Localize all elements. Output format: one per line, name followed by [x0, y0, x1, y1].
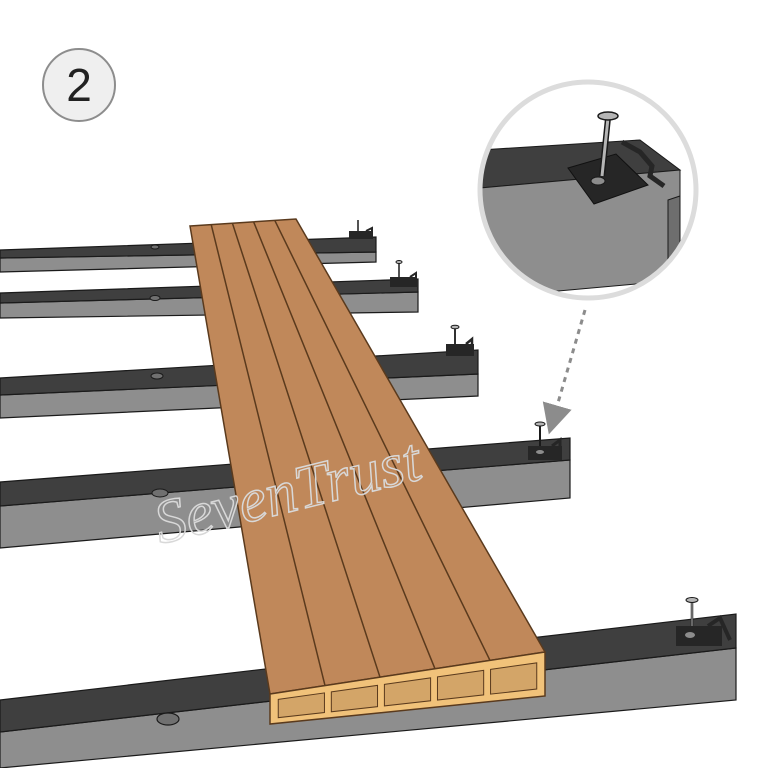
board-groove-1: [210, 224, 326, 686]
nail-icon: [349, 220, 373, 239]
deck-board: [189, 218, 547, 725]
board-cavity-5: [490, 662, 538, 695]
dashed-arrow-icon: [542, 309, 587, 435]
board-groove-4: [274, 220, 491, 661]
nail-icon: [446, 324, 474, 356]
clip-icon: [567, 139, 666, 205]
screw-hole-icon: [149, 244, 180, 726]
board-grooves: [210, 220, 491, 686]
board-cavity-3: [383, 677, 432, 707]
board-cavity-4: [436, 669, 485, 701]
board-groove-3: [252, 221, 436, 670]
nail-icon: [597, 111, 619, 177]
nail-icon: [528, 421, 562, 460]
board-cavity-1: [277, 692, 325, 719]
step-number: 2: [66, 59, 92, 111]
clip-icon: [349, 220, 732, 646]
nail-icon: [676, 597, 732, 646]
board-hollow-cavities: [277, 662, 538, 719]
board-cavity-2: [330, 684, 379, 713]
callout-magnifier: [477, 79, 699, 301]
step-badge: 2: [42, 48, 116, 122]
nail-icon: [390, 260, 417, 287]
board-groove-2: [231, 222, 381, 678]
